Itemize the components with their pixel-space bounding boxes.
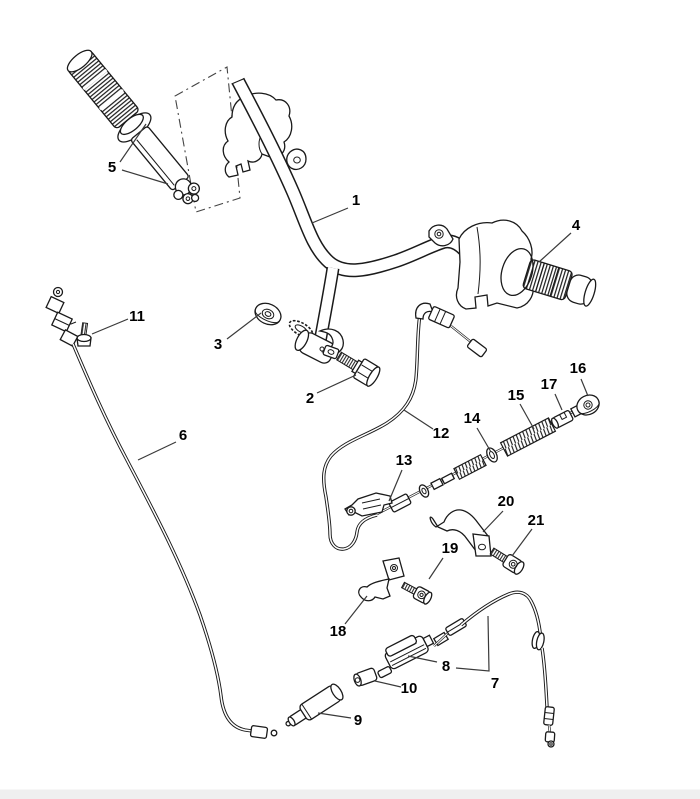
callout-label-16: 16 xyxy=(570,360,587,377)
callout-leader-21 xyxy=(511,528,533,557)
boot-part-9 xyxy=(285,683,344,727)
bottom-page-strip xyxy=(0,789,700,799)
callout-label-19: 19 xyxy=(442,540,459,557)
callout-leader-3 xyxy=(226,312,262,340)
left-grip-part-5 xyxy=(66,49,201,205)
callout-leader-7 xyxy=(455,615,490,672)
nut-part-3 xyxy=(254,302,282,326)
callout-label-15: 15 xyxy=(508,387,525,404)
callout-leader-2 xyxy=(316,374,357,394)
right-grip-part-4 xyxy=(522,259,597,307)
callout-leader-18 xyxy=(344,595,368,625)
callout-label-14: 14 xyxy=(464,410,481,427)
callout-leader-5-1 xyxy=(121,169,169,185)
clamp-part-13 xyxy=(344,492,393,517)
bolt-part-21 xyxy=(489,547,525,575)
callout-label-6: 6 xyxy=(179,427,187,444)
cable-part-7 xyxy=(459,590,556,748)
grip-collar xyxy=(500,247,534,297)
right-housing xyxy=(455,219,534,310)
callout-label-4: 4 xyxy=(572,217,581,234)
callout-leader-14 xyxy=(476,427,492,453)
callout-leader-15 xyxy=(519,403,535,430)
callout-label-11: 11 xyxy=(129,308,145,325)
bolt-part-2 xyxy=(335,351,381,387)
callout-leader-11 xyxy=(91,318,129,335)
callout-label-5: 5 xyxy=(108,159,116,176)
throttle-tube-clamp xyxy=(173,178,201,205)
callout-label-10: 10 xyxy=(401,680,418,697)
callout-label-21: 21 xyxy=(528,512,545,529)
callout-leader-16 xyxy=(580,378,589,397)
callout-label-12: 12 xyxy=(433,425,450,442)
callout-label-1: 1 xyxy=(352,192,360,209)
bracket-part-20 xyxy=(429,509,492,557)
callout-label-7: 7 xyxy=(491,675,499,692)
bolt-part-19 xyxy=(400,581,433,605)
cable-part-6 xyxy=(45,286,278,739)
cable-ring xyxy=(418,484,430,498)
callout-label-8: 8 xyxy=(442,658,450,675)
callout-leader-19 xyxy=(428,557,444,580)
callout-leader-13 xyxy=(388,469,403,502)
callout-leader-4 xyxy=(538,232,572,263)
cable-part-12 xyxy=(322,302,488,551)
spring-part-15 xyxy=(499,417,557,457)
callout-label-20: 20 xyxy=(498,493,515,510)
cable-adjuster xyxy=(428,306,455,329)
ear-hole xyxy=(293,156,301,164)
coil-section xyxy=(453,453,487,481)
callout-label-9: 9 xyxy=(354,712,362,729)
stem-clamp xyxy=(294,328,344,364)
callout-leader-6 xyxy=(137,441,177,461)
adjuster-part-17 xyxy=(550,410,574,429)
callout-leader-9 xyxy=(317,712,352,719)
nut-part-16 xyxy=(569,394,600,418)
callout-label-2: 2 xyxy=(306,390,314,407)
callout-label-3: 3 xyxy=(214,336,222,353)
bushing-part-10 xyxy=(353,667,378,687)
callout-leader-8 xyxy=(407,655,438,663)
callout-leader-17 xyxy=(554,393,563,411)
callout-leader-20 xyxy=(482,510,504,533)
callout-leader-1 xyxy=(311,207,349,224)
bracket-part-18 xyxy=(358,557,405,602)
callout-leader-12 xyxy=(403,409,434,430)
callout-label-18: 18 xyxy=(330,623,347,640)
cable-grommet xyxy=(531,631,545,651)
callout-leader-10 xyxy=(374,680,402,688)
phantom-box xyxy=(174,66,241,213)
callout-label-17: 17 xyxy=(541,376,558,393)
callout-leader-5 xyxy=(119,123,147,163)
callout-label-13: 13 xyxy=(396,452,413,469)
